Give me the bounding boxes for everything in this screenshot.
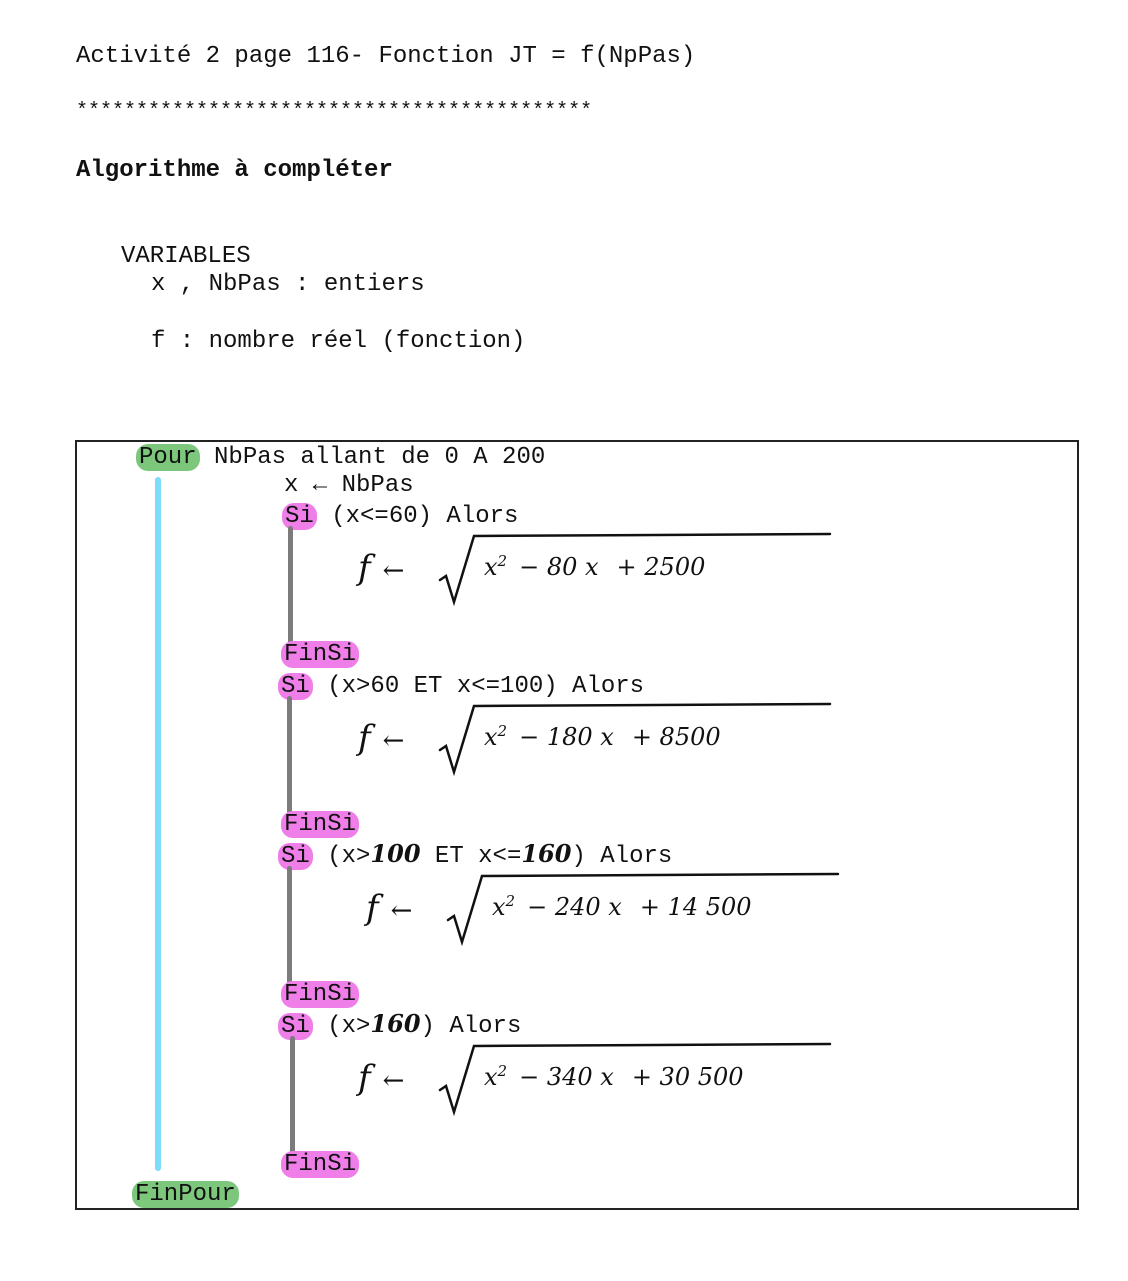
f-symbol: f: [358, 548, 371, 588]
radicand: x2 − 340 x + 30 500: [484, 1062, 744, 1091]
f-symbol: f: [358, 1058, 371, 1098]
formula: f←: [358, 1058, 404, 1098]
si-condition-handwritten: 160: [521, 839, 572, 868]
si-line: Si (x>160) Alors: [278, 1010, 521, 1041]
finsi-line: FinSi: [281, 811, 360, 839]
radicand-exponent: 2: [497, 722, 508, 740]
finsi-line: FinSi: [281, 1151, 360, 1179]
radicand-variable: x: [484, 553, 498, 581]
f-symbol: f: [358, 718, 371, 758]
sqrt-symbol: [438, 702, 832, 777]
finsi-line: FinSi: [281, 641, 360, 669]
if-bar: [287, 866, 292, 984]
si-keyword: Si: [282, 503, 317, 530]
algorithm-box: [75, 440, 1079, 1210]
pour-line: Pour NbPas allant de 0 A 200: [136, 444, 545, 472]
radicand-linear-term: − 240 x: [527, 893, 622, 921]
si-condition-part: ) Alors: [420, 1013, 522, 1040]
si-condition-part: (x<=60) Alors: [316, 503, 519, 530]
sqrt-symbol: [438, 532, 832, 607]
si-condition-part: (x>: [312, 1013, 371, 1040]
radicand-linear-term: − 80 x: [519, 553, 599, 581]
loop-bar: [155, 477, 161, 1171]
arrow-icon: ←: [382, 726, 405, 756]
sqrt-symbol: [438, 1042, 832, 1117]
finpour-keyword: FinPour: [132, 1181, 239, 1208]
if-bar: [287, 696, 292, 814]
arrow-icon: ←: [382, 556, 405, 586]
si-condition-part: ) Alors: [571, 843, 673, 870]
if-bar: [290, 1036, 295, 1154]
si-line: Si (x>100 ET x<=160) Alors: [278, 840, 672, 871]
section-heading: Algorithme à compléter: [76, 157, 393, 184]
si-condition-part: (x>: [312, 843, 371, 870]
pour-keyword: Pour: [136, 444, 200, 471]
finsi-keyword: FinSi: [281, 811, 360, 838]
si-condition-handwritten: 160: [370, 1009, 421, 1038]
si-keyword: Si: [278, 843, 313, 870]
si-keyword: Si: [278, 1013, 313, 1040]
radicand-linear-term: − 340 x: [519, 1063, 614, 1091]
f-symbol: f: [366, 888, 379, 928]
finpour-line: FinPour: [132, 1181, 239, 1209]
radicand-variable: x: [492, 893, 506, 921]
formula: f←: [358, 548, 404, 588]
radicand: x2 − 240 x + 14 500: [492, 892, 752, 921]
radicand-exponent: 2: [497, 552, 508, 570]
radicand-constant: + 8500: [631, 723, 721, 751]
si-line: Si (x<=60) Alors: [282, 500, 518, 531]
radicand-constant: + 14 500: [639, 893, 752, 921]
radicand-variable: x: [484, 1063, 498, 1091]
radicand-variable: x: [484, 723, 498, 751]
pour-condition: NbPas allant de 0 A 200: [199, 444, 546, 471]
page-title: Activité 2 page 116- Fonction JT = f(NpP…: [76, 43, 696, 70]
radicand: x2 − 180 x + 8500: [484, 722, 721, 751]
si-keyword: Si: [278, 673, 313, 700]
radicand: x2 − 80 x + 2500: [484, 552, 705, 581]
si-condition-part: ET x<=: [420, 843, 522, 870]
si-line: Si (x>60 ET x<=100) Alors: [278, 670, 644, 701]
radicand-constant: + 30 500: [631, 1063, 744, 1091]
variables-line-1: x , NbPas : entiers: [151, 271, 425, 298]
arrow-icon: ←: [382, 1066, 405, 1096]
si-condition-handwritten: 100: [370, 839, 421, 868]
finsi-keyword: FinSi: [281, 641, 360, 668]
arrow-icon: ←: [390, 896, 413, 926]
assign-line: x ← NbPas: [284, 472, 414, 499]
formula: f←: [358, 718, 404, 758]
variables-heading: VARIABLES: [121, 243, 251, 270]
finsi-keyword: FinSi: [281, 1151, 360, 1178]
radicand-exponent: 2: [497, 1062, 508, 1080]
radicand-constant: + 2500: [616, 553, 706, 581]
si-condition-part: (x>60 ET x<=100) Alors: [312, 673, 645, 700]
if-bar: [288, 526, 293, 644]
variables-line-2: f : nombre réel (fonction): [151, 328, 526, 355]
finsi-keyword: FinSi: [281, 981, 360, 1008]
formula: f←: [366, 888, 412, 928]
stars-separator: ****************************************…: [76, 100, 593, 123]
radicand-exponent: 2: [505, 892, 516, 910]
radicand-linear-term: − 180 x: [519, 723, 614, 751]
finsi-line: FinSi: [281, 981, 360, 1009]
sqrt-symbol: [446, 872, 840, 947]
